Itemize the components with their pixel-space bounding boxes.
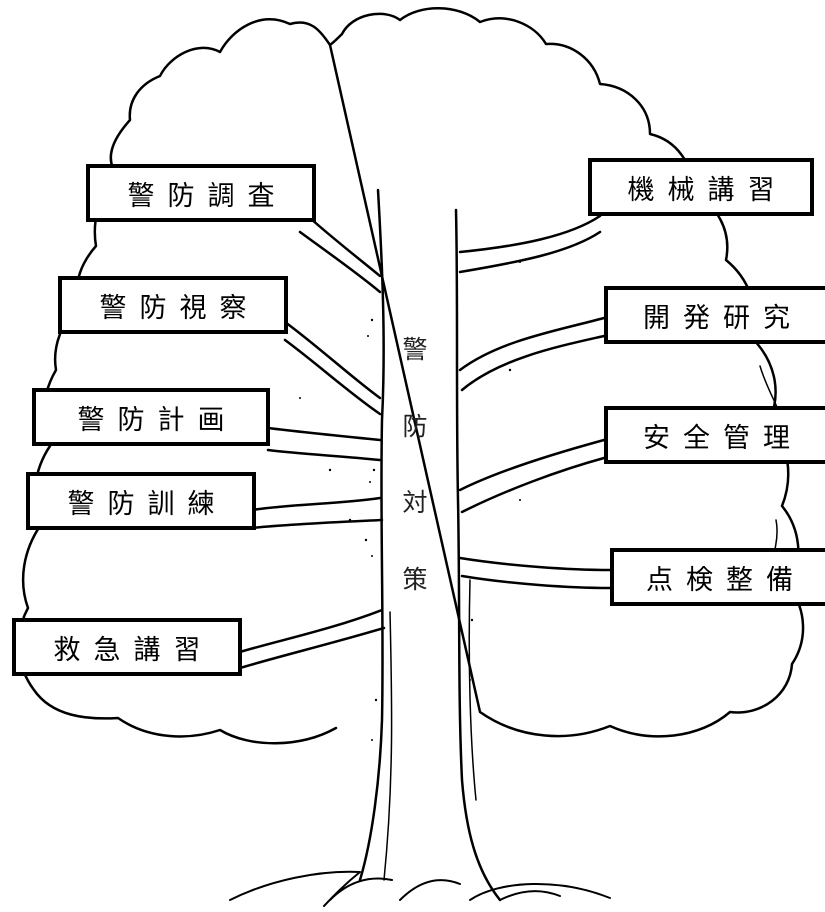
trunk-title: 警 防 対 策 <box>380 335 450 595</box>
branch-left-2 <box>283 320 382 416</box>
trunk-char-2: 防 <box>402 411 428 441</box>
label-keibo-kunren: 警防訓練 <box>26 472 256 530</box>
label-keibo-shisatsu: 警防視察 <box>58 276 288 334</box>
trunk-char-3: 対 <box>402 488 428 518</box>
label-anzen-kanri: 安全管理 <box>604 406 825 464</box>
branch-left-4 <box>250 496 384 530</box>
trunk-char-1: 警 <box>402 335 428 364</box>
trunk-char-4: 策 <box>402 564 428 594</box>
label-kikai-koshu: 機械講習 <box>588 158 814 216</box>
trunk-right-inner <box>468 579 477 801</box>
bark-texture <box>299 261 521 741</box>
branch-right-2 <box>458 316 606 392</box>
trunk-right-edge <box>454 208 502 902</box>
label-kaihatsu-kenkyu: 開発研究 <box>604 286 825 344</box>
branch-left-1 <box>298 216 382 294</box>
label-keibo-keikaku: 警防計画 <box>32 388 270 446</box>
roots <box>229 870 611 907</box>
branch-left-5 <box>238 608 386 670</box>
branch-right-3 <box>458 438 606 514</box>
label-kyukyu-koshu: 救急講習 <box>12 618 242 676</box>
trunk-left-edge <box>358 188 385 882</box>
canopy-outline <box>17 7 805 745</box>
branch-left-3 <box>266 426 382 462</box>
trunk-left-inner <box>383 611 393 881</box>
branch-right-4 <box>458 556 612 590</box>
label-tenken-seibi: 点検整備 <box>610 548 825 606</box>
branch-right-1 <box>458 214 602 274</box>
label-keibo-chosa: 警防調査 <box>86 164 316 222</box>
